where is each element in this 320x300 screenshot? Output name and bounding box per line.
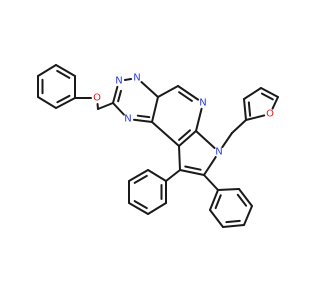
atom-label-n-a: N (133, 73, 140, 84)
atom-label-n-e: N (215, 147, 222, 158)
bond-c2-n3 (112, 102, 125, 116)
atom-label-n-d: N (199, 98, 206, 109)
bond-ph3a-ph4a (128, 202, 149, 215)
bond-ph5b-ph6b (238, 188, 253, 207)
double-bond-f2-f3 (247, 101, 252, 117)
bond-c3-n1 (140, 81, 159, 98)
bond-pa5-pa6 (55, 64, 76, 77)
double-bond-c10-c8 (184, 165, 202, 171)
bond-ph2b-ph3b (209, 209, 224, 228)
double-bond-pa1-pa2 (56, 94, 71, 104)
bond-n4-c6 (195, 107, 203, 132)
bond-c10-c8 (179, 169, 205, 176)
bond-ph6b-ph1b (217, 188, 240, 191)
bond-c6-n5 (195, 130, 216, 149)
bond-o2-f2 (245, 114, 266, 121)
bond-f3-f4 (243, 87, 262, 100)
double-bond-ph3b-ph4b (225, 219, 241, 224)
bond-ph2a-ph3a (147, 202, 167, 215)
double-bond-c5-n4 (178, 91, 193, 102)
double-bond-ph5b-ph6b (236, 193, 248, 207)
double-bond-ph1b-ph2b (214, 194, 222, 210)
atom-label-o-ether: O (93, 93, 101, 104)
bond-n5-c10 (203, 156, 217, 176)
double-bond-n2-c2 (117, 89, 122, 103)
atom-label-n-b: N (115, 76, 122, 87)
bond-n3-c9 (132, 118, 153, 123)
double-bond-c6-c7 (178, 129, 191, 141)
double-bond-ph5a-ph6a (133, 174, 148, 184)
bond-ph3b-ph4b (222, 224, 245, 228)
bond-n2-c2 (112, 85, 119, 104)
double-bond-ph3a-ph4a (133, 200, 148, 210)
bond-c5-n4 (177, 85, 200, 101)
bond-f4-f5 (260, 87, 279, 98)
bond-pa4-pa5 (37, 64, 57, 77)
atom-label-n-c: N (124, 114, 131, 125)
bond-c10-ph1b (203, 174, 219, 191)
double-bond-f4-f5 (260, 92, 274, 101)
atom-label-o-furan: O (266, 109, 274, 120)
double-bond-pa5-pa6 (56, 69, 71, 79)
bond-c2-ch2a (97, 102, 114, 110)
bond-lines (37, 64, 279, 228)
bond-ph1b-ph2b (209, 189, 219, 211)
bond-ph6a-ph1a (147, 169, 167, 182)
bond-f5-o2 (271, 96, 279, 110)
bond-ph5a-ph6a (128, 169, 149, 182)
double-bond-n3-c9 (136, 114, 151, 119)
bond-c7-c9 (151, 121, 180, 147)
bond-n1-n2 (123, 77, 133, 82)
bond-c8-ph1a (165, 169, 181, 182)
bond-c9-c3 (151, 96, 159, 123)
bond-pa2-pa3 (37, 96, 57, 109)
bond-n5-ch2b (221, 132, 233, 149)
bond-ch2b-f2 (231, 119, 247, 134)
bond-c8-c7 (178, 145, 181, 171)
bond-ph4b-ph5b (243, 205, 253, 226)
bond-c3-c5 (157, 85, 179, 98)
bond-f2-f3 (243, 98, 247, 121)
bond-pa1-pa2 (55, 97, 76, 109)
bond-c6-c7 (178, 130, 197, 147)
